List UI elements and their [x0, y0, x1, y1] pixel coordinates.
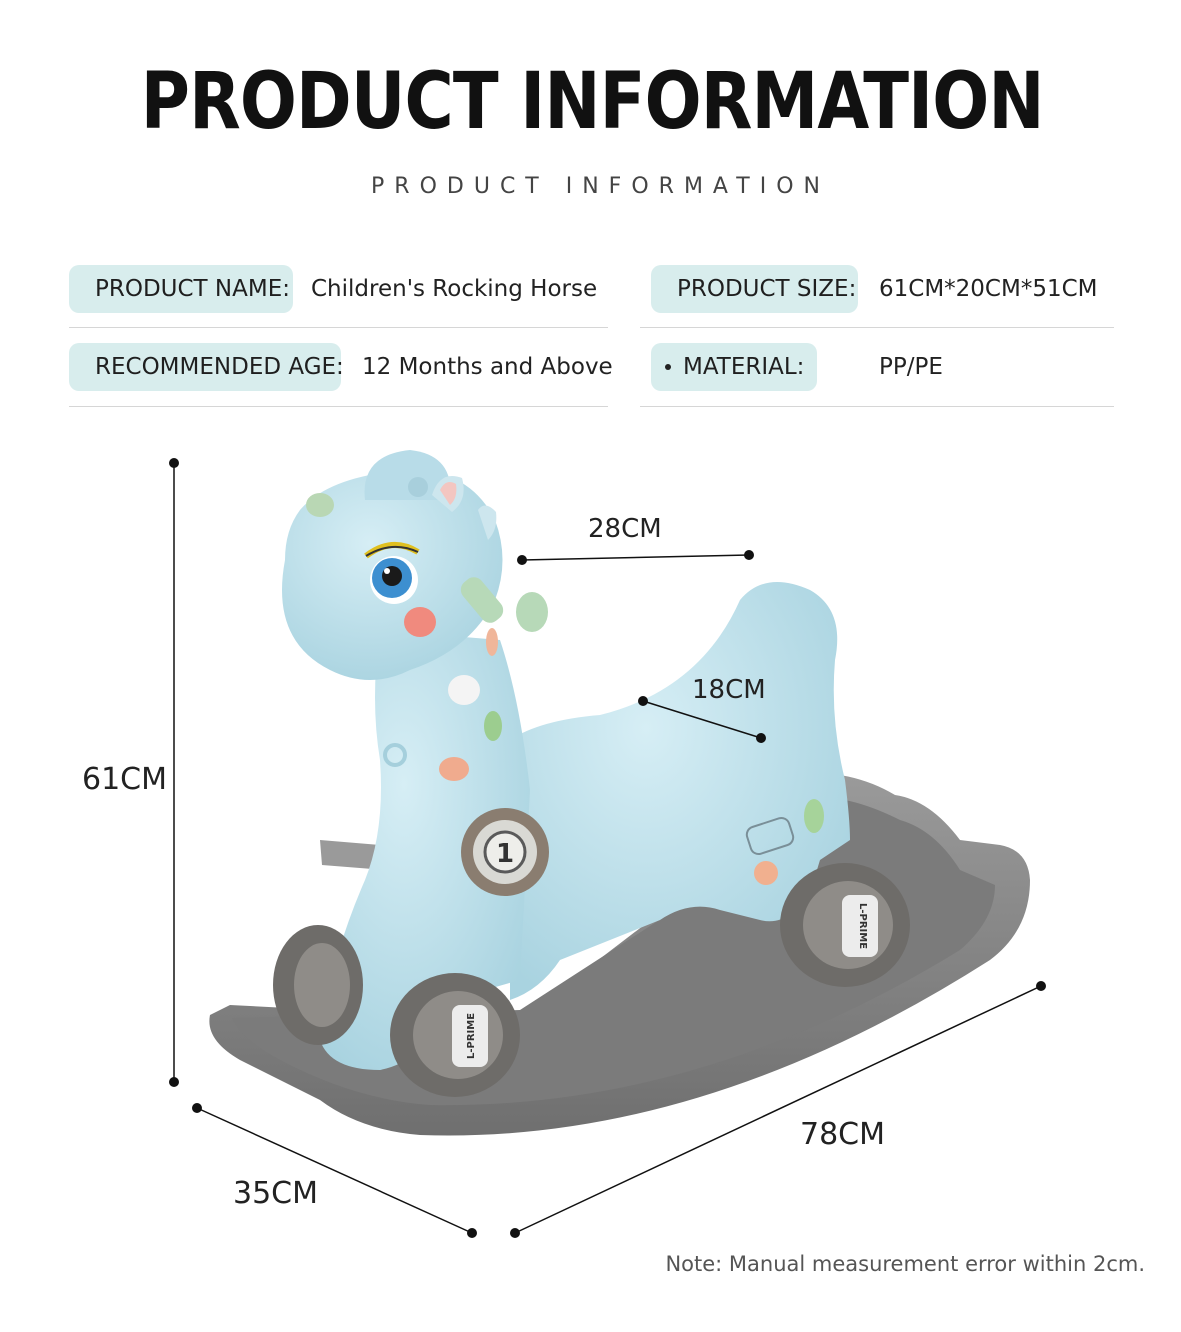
spec-recommended-age: RECOMMENDED AGE: 12 Months and Above [69, 343, 613, 391]
spec-label: PRODUCT SIZE: [677, 276, 857, 302]
dimension-endpoint [510, 1228, 520, 1238]
dimension-endpoint [1036, 981, 1046, 991]
dimension-endpoint [169, 458, 179, 468]
dimension-endpoint [638, 696, 648, 706]
dimension-endpoint [192, 1103, 202, 1113]
wheel [273, 925, 363, 1045]
width-dimension-line [196, 1107, 473, 1234]
handle-to-seat-label: 28CM [588, 514, 662, 544]
seat-dimension-line [642, 700, 762, 739]
dimension-endpoint [467, 1228, 477, 1238]
spec-label-pill: MATERIAL: [651, 343, 817, 391]
divider [69, 327, 608, 328]
height-label: 61CM [82, 762, 168, 797]
foot-rest [320, 840, 385, 870]
wheel [390, 973, 520, 1097]
spec-label: MATERIAL: [683, 354, 805, 380]
dimension-endpoint [517, 555, 527, 565]
wheel-brand: L-PRIME [857, 903, 868, 949]
wheel [780, 863, 910, 987]
handle-dimension-line [521, 554, 750, 561]
seat-label: 18CM [692, 675, 766, 705]
page-subtitle: PRODUCT INFORMATION [371, 174, 830, 199]
page-title: PRODUCT INFORMATION [140, 57, 1045, 147]
wheel-brand: L-PRIME [466, 1013, 477, 1059]
dimension-lines [169, 458, 1046, 1238]
spec-label-pill: PRODUCT SIZE: [651, 265, 858, 313]
spec-value: Children's Rocking Horse [311, 276, 598, 302]
spec-value: 12 Months and Above [362, 354, 613, 380]
length-label: 78CM [800, 1117, 886, 1152]
number-badge [461, 808, 549, 896]
badge-number: 1 [496, 839, 514, 869]
dimension-endpoint [756, 733, 766, 743]
spec-material: MATERIAL: PP/PE [651, 343, 943, 391]
spec-label: PRODUCT NAME: [95, 276, 290, 302]
spec-label-pill: PRODUCT NAME: [69, 265, 293, 313]
spec-product-size: PRODUCT SIZE: 61CM*20CM*51CM [651, 265, 1098, 313]
horse-body [282, 450, 850, 1070]
divider [69, 406, 608, 407]
measurement-note: Note: Manual measurement error within 2c… [665, 1252, 1145, 1276]
dimension-endpoint [744, 550, 754, 560]
divider [640, 406, 1114, 407]
brand-tag [745, 816, 795, 856]
bullet-icon [665, 364, 671, 370]
dimension-endpoint [169, 1077, 179, 1087]
spec-label-pill: RECOMMENDED AGE: [69, 343, 344, 391]
width-label: 35CM [233, 1176, 319, 1211]
divider [640, 327, 1114, 328]
spec-value: 61CM*20CM*51CM [879, 276, 1098, 302]
spec-product-name: PRODUCT NAME: Children's Rocking Horse [69, 265, 597, 313]
spec-label: RECOMMENDED AGE: [95, 354, 344, 380]
spec-value: PP/PE [879, 354, 943, 380]
length-dimension-line [514, 985, 1042, 1234]
